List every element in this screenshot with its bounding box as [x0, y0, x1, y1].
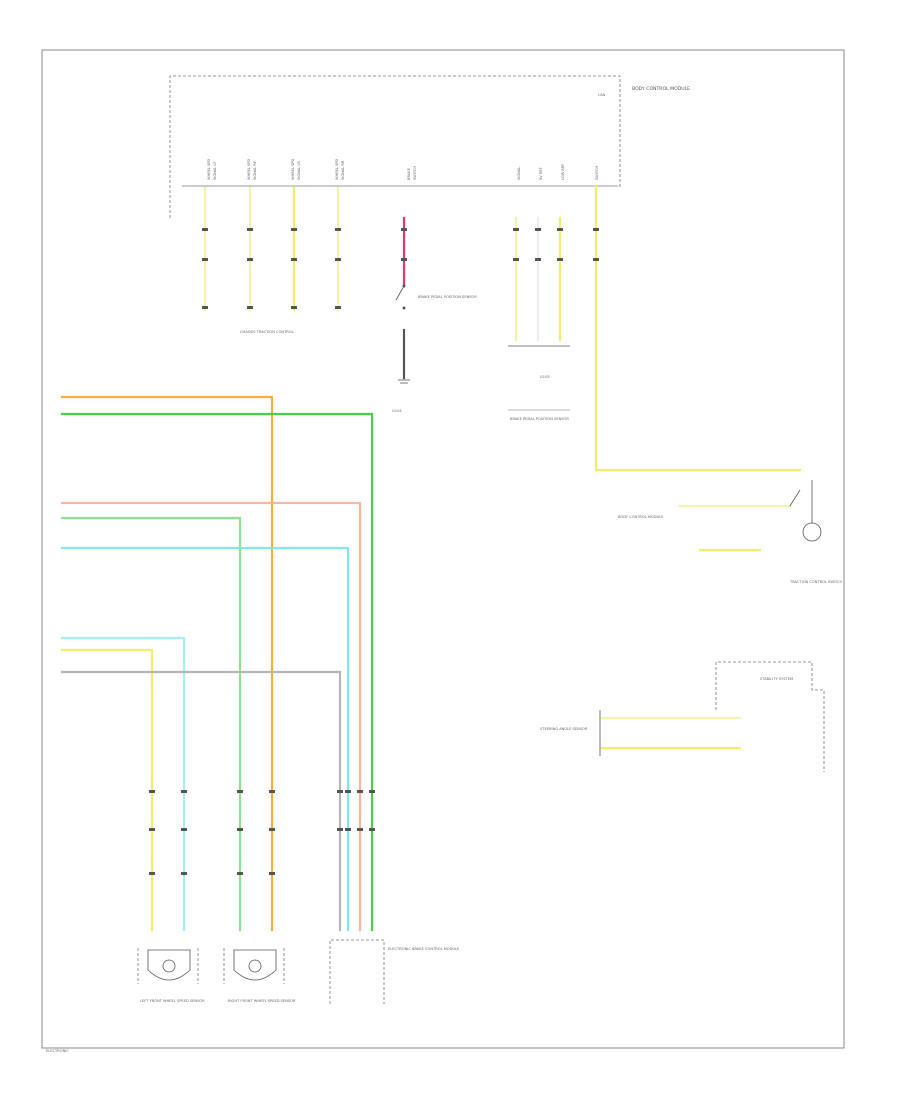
diagram-frame [41, 49, 845, 1049]
top-connector-marks [202, 228, 599, 309]
ebcm-outline [329, 939, 385, 1004]
stability-module-outline [715, 661, 825, 772]
svg-text:SIGNAL LR: SIGNAL LR [297, 161, 301, 180]
ebcm-label: ELECTRONIC BRAKE CONTROL MODULE [388, 947, 460, 951]
steering-wires [599, 710, 742, 756]
top-module-outline [169, 75, 621, 218]
ground-left-label: G104 [392, 409, 402, 413]
top-right-module-sub: LAN [598, 93, 606, 97]
svg-text:SIGNAL RR: SIGNAL RR [341, 160, 345, 180]
stability-system-label: STABILITY SYSTEM [760, 677, 793, 681]
lower-connector-marks [149, 790, 375, 875]
traction-switch-label: TRACTION CONTROL SWITCH [789, 580, 842, 584]
svg-text:WHEEL SPD: WHEEL SPD [335, 159, 339, 180]
top-short-wires [203, 184, 802, 472]
steering-sensor-label: STEERING ANGLE SENSOR [540, 727, 588, 731]
rf-sensor-label: RIGHT FRONT WHEEL SPEED SENSOR [228, 999, 296, 1003]
upper-left-module-label: CHASSIS TRACTION CONTROL [240, 330, 294, 334]
main-wire-harness [60, 395, 374, 932]
svg-text:LOW REF: LOW REF [561, 164, 565, 180]
brake-switch [395, 284, 410, 384]
svg-text:SWITCH: SWITCH [413, 166, 417, 180]
right-connector-label: BODY CONTROL MODULE [618, 515, 664, 519]
lf-sensor-label: LEFT FRONT WHEEL SPEED SENSOR [140, 999, 205, 1003]
svg-text:SIGNAL: SIGNAL [517, 167, 521, 180]
svg-text:SIGNAL RF: SIGNAL RF [253, 161, 257, 180]
footer-label: ELECTRONIC [46, 1049, 69, 1053]
mid-module-label: BRAKE PEDAL POSITION SENSOR [510, 417, 569, 421]
ground-mid-label: G105 [540, 375, 550, 379]
left-front-sensor [137, 948, 199, 984]
svg-text:SWITCH: SWITCH [595, 166, 599, 180]
traction-switch [678, 480, 822, 552]
svg-text:BRAKE: BRAKE [407, 167, 411, 180]
svg-text:SIGNAL LF: SIGNAL LF [213, 162, 217, 181]
brake-switch-label: BRAKE PEDAL POSITION SENSOR [418, 295, 477, 299]
top-pin-labels: WHEEL SPD SIGNAL LF WHEEL SPD SIGNAL RF … [207, 159, 599, 180]
top-right-module-label: BODY CONTROL MODULE [632, 86, 690, 92]
svg-text:5V REF: 5V REF [539, 167, 543, 180]
svg-text:WHEEL SPD: WHEEL SPD [291, 159, 295, 180]
svg-text:WHEEL SPD: WHEEL SPD [207, 159, 211, 180]
svg-text:WHEEL SPD: WHEEL SPD [247, 159, 251, 180]
right-front-sensor [223, 948, 285, 984]
